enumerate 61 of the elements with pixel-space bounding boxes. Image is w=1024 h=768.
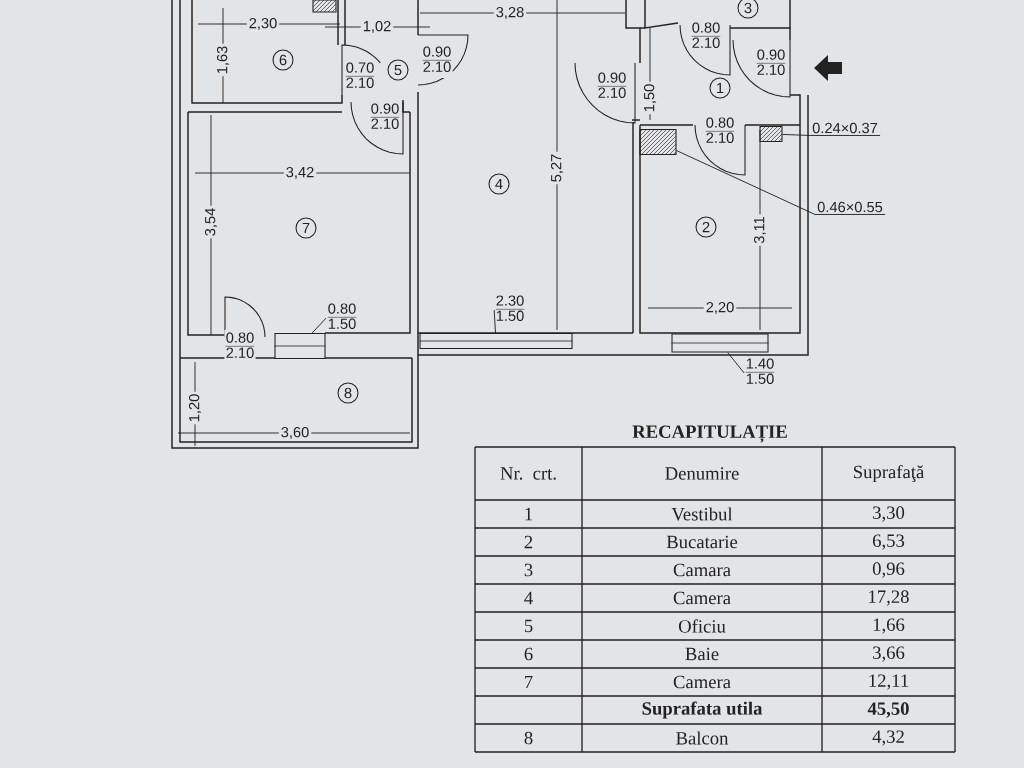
leader-line <box>782 133 881 136</box>
table-cell: 3,66 <box>873 646 905 662</box>
window <box>671 333 769 353</box>
table-cell: Camera <box>673 675 731 689</box>
table-cell: 6,53 <box>873 534 905 550</box>
table-cell: Vestibul <box>671 507 733 521</box>
door-size-label: 0.70 2.10 <box>344 60 376 94</box>
window <box>419 332 573 350</box>
table-cell: Suprafata utila <box>642 701 763 719</box>
table-cell: 8 <box>524 731 533 745</box>
table-cell: Camera <box>673 591 731 605</box>
leader-line <box>493 309 496 334</box>
duct <box>639 128 677 156</box>
door-size-label: 0.80 2.10 <box>704 115 736 149</box>
table-header: Nr. crt. <box>500 467 556 480</box>
room-number: 7 <box>295 217 317 239</box>
room-number: 1 <box>709 77 731 99</box>
room-number: 5 <box>387 59 409 81</box>
table-cell: 1 <box>525 507 533 521</box>
door-size-label: 0.80 2.10 <box>224 330 256 364</box>
table-cell: Baie <box>685 647 719 661</box>
door-size-label: 0.90 2.10 <box>755 47 787 81</box>
room-number: 2 <box>695 216 717 238</box>
table-cell: 7 <box>525 675 533 689</box>
room-number: 6 <box>272 49 294 71</box>
window-size-label: 1.40 1.50 <box>745 358 775 384</box>
door-size-label: 0.90 2.10 <box>596 70 628 104</box>
table-cell: Camara <box>673 563 731 577</box>
table-cell: Bucatarie <box>666 535 738 549</box>
table-cell: 0,96 <box>872 562 905 578</box>
table-cell: 1,66 <box>873 618 905 634</box>
duct <box>759 125 783 143</box>
door-size-label: 0.90 2.10 <box>421 44 453 78</box>
table-header: Denumire <box>665 467 739 480</box>
leader-line <box>727 352 745 374</box>
table-cell: 12,11 <box>869 674 909 690</box>
room-number: 8 <box>337 382 359 404</box>
table-cell: Oficiu <box>678 619 726 633</box>
table-cell: 4 <box>524 591 533 605</box>
table-cell: 3 <box>524 563 533 577</box>
leader-line <box>311 317 327 334</box>
table-cell: 17,28 <box>869 590 909 606</box>
room-number: 3 <box>737 0 759 19</box>
table-cell: 5 <box>524 619 533 633</box>
table-cell: 4,32 <box>872 730 904 746</box>
window-size-label: 2.30 1.50 <box>495 295 525 321</box>
table-cell: 2 <box>524 535 533 549</box>
table-cell: 45,50 <box>867 702 909 718</box>
table-header: Suprafaţă <box>854 464 925 483</box>
table-cell: 3,30 <box>873 506 905 522</box>
table-cell: Balcon <box>676 731 729 745</box>
door-size-label: 0.90 2.10 <box>369 101 401 135</box>
duct-size-label: 0.46×0.55 <box>817 201 883 213</box>
leader-line <box>676 150 886 215</box>
window-size-label: 0.80 1.50 <box>327 303 357 329</box>
table-cell: 6 <box>524 647 533 661</box>
duct-size-label: 0.24×0.37 <box>812 122 878 134</box>
table-title: RECAPITULAȚIE <box>632 425 787 443</box>
window <box>274 332 326 360</box>
door-size-label: 0.80 2.10 <box>690 20 722 54</box>
room-number: 4 <box>488 173 510 195</box>
